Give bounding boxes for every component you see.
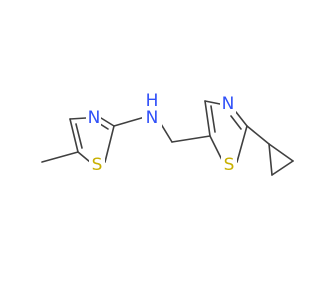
atom-label-s-left: S [92,155,103,175]
bond-c5-s-left [77,151,91,163]
atom-label-n-right: N [222,94,235,114]
bond-cyclopropyl-c [271,160,294,176]
bond-s-c2-right [236,125,248,163]
bond-ch2-c5-right [171,135,211,143]
atom-label-n-left: N [88,108,101,128]
bond-nh-ch2 [160,123,173,143]
bond-c5-s-right [209,135,223,161]
bond-c2-nh [113,116,146,127]
molecule-canvas: N S H N N S [41,91,294,176]
atom-bg-s-right [221,156,237,175]
bond-c4-c5-left [69,118,79,153]
atom-label-h-nh: H [146,91,159,111]
atom-bg-s-left [89,156,105,175]
bond-c4-c5-right-double [210,105,216,133]
atom-label-n-nh: N [146,108,159,128]
bond-c4-c5-left-double [75,123,83,149]
bond-c4-c5-right [204,100,211,137]
bond-c2-n-right-double [230,115,242,130]
bond-n-c4-right [204,100,221,105]
atom-bg-nh [142,92,162,129]
atom-bg-n-right [220,95,236,114]
bond-c2-cyclopropyl [246,125,270,145]
bond-cyclopropyl-a [268,143,273,176]
bond-s-c2-left [104,125,115,163]
bond-methyl [41,151,79,163]
bond-c2-n-right [235,111,248,127]
bond-cyclopropyl-b [268,143,294,162]
bond-c2-n-left [100,117,115,127]
molecule-structure: N S H N N S [41,91,294,176]
atom-label-s-right: S [224,155,235,175]
bond-n-c4-left [69,117,87,120]
atom-bg-n-left [86,109,101,127]
